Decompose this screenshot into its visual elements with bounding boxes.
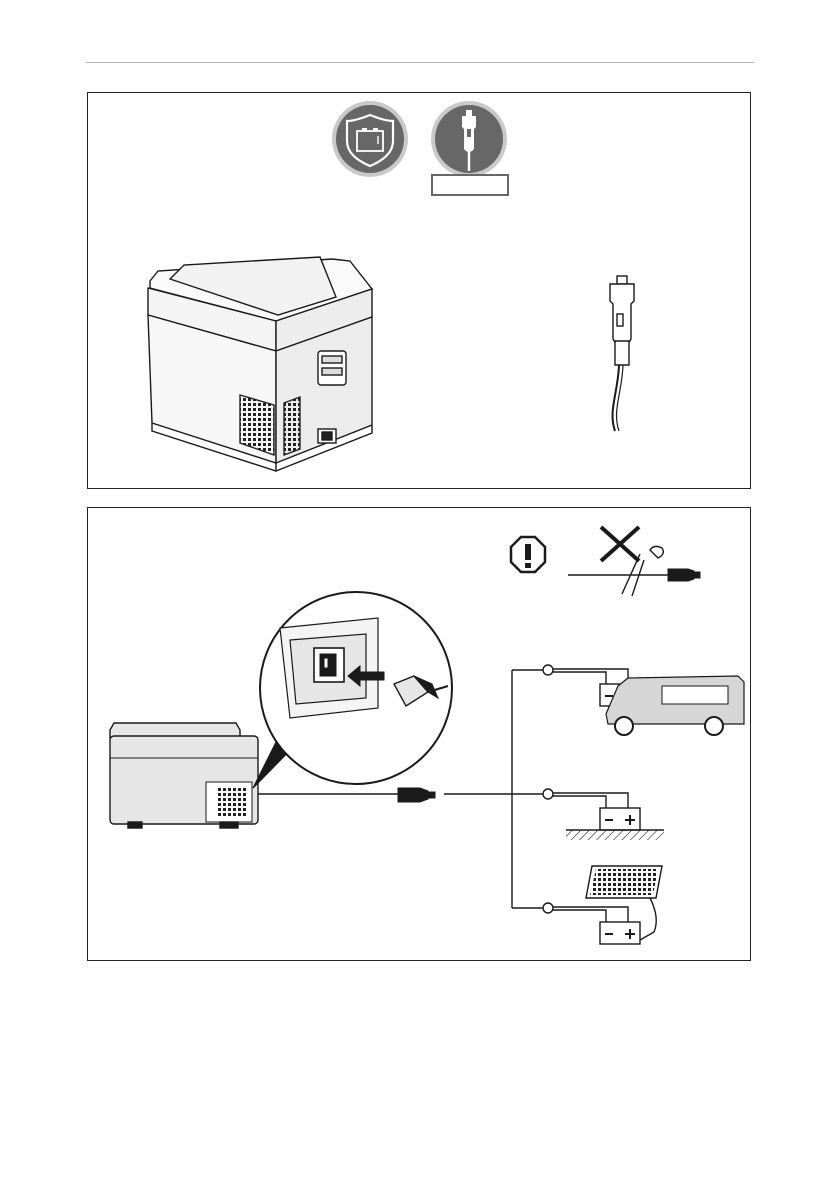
cooler-box-illustration	[148, 257, 372, 471]
warning-octagon-icon	[511, 537, 545, 572]
cooler-box-side-view	[110, 723, 258, 828]
power-cable	[258, 788, 512, 802]
stationary-battery	[553, 793, 664, 840]
battery-shield-icon	[332, 101, 408, 177]
figure-panel-overview	[87, 92, 751, 489]
badge-label-text	[432, 175, 508, 195]
solar-panel-battery	[553, 866, 662, 944]
do-not-cut-cable-icon	[568, 527, 700, 596]
header-rule	[86, 62, 754, 63]
van-illustration	[606, 676, 744, 735]
car-plug-icon	[431, 101, 507, 177]
power-source-bus	[512, 665, 553, 913]
car-plug-cable-illustration	[610, 276, 634, 431]
figure-panel-connection	[87, 507, 751, 961]
socket-detail-zoom	[253, 592, 452, 788]
